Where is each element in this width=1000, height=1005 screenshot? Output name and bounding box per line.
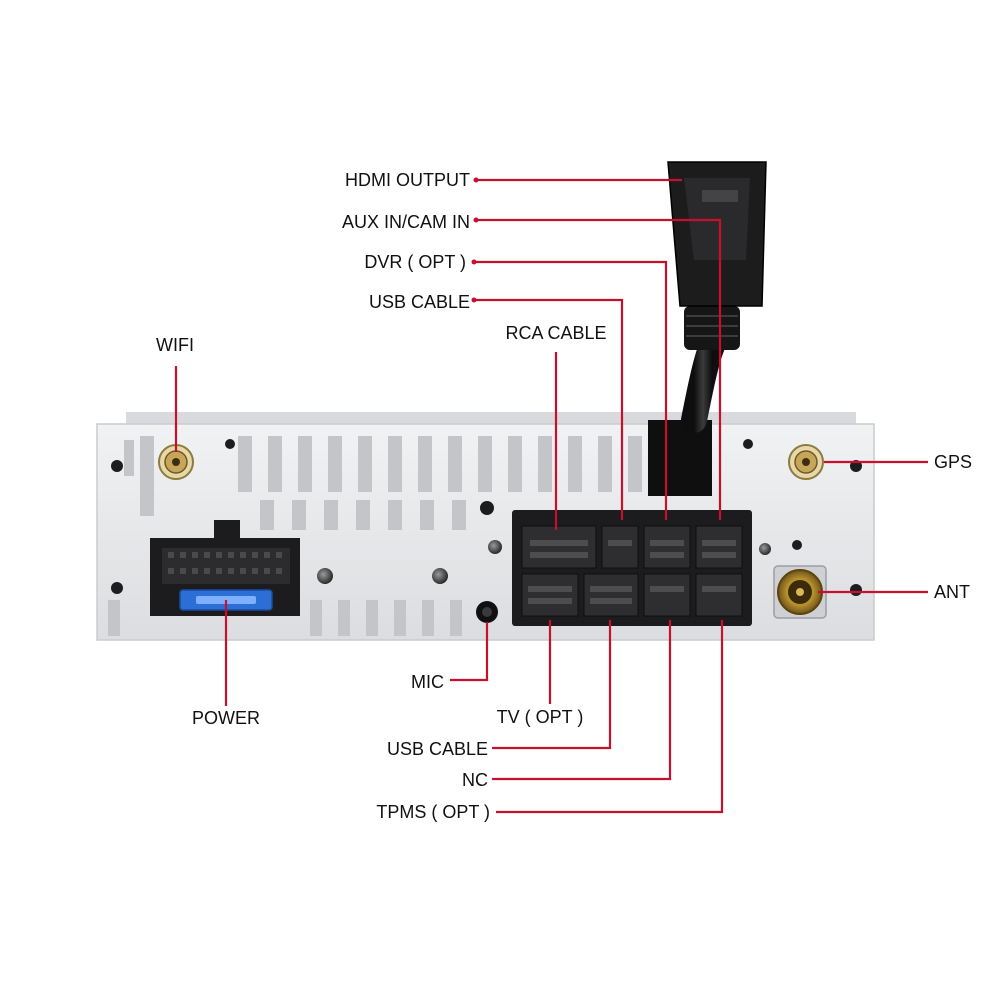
label-nc: NC [462, 770, 488, 790]
leader-usb-top [474, 298, 624, 520]
leader-tpms [496, 620, 724, 814]
label-ant: ANT [934, 582, 970, 602]
panel-screws [317, 540, 771, 584]
label-rca-cable: RCA CABLE [505, 323, 606, 343]
leader-usb-bottom [492, 620, 612, 750]
label-dvr-opt: DVR ( OPT ) [364, 252, 466, 272]
label-mic: MIC [411, 672, 444, 692]
leader-mic [450, 622, 489, 682]
label-usb-cable-top: USB CABLE [369, 292, 470, 312]
leader-nc [492, 620, 672, 781]
heatsink-fins-lower [108, 440, 462, 636]
mic-jack-icon [476, 601, 498, 623]
label-usb-cable-bottom: USB CABLE [387, 739, 488, 759]
label-tv-opt: TV ( OPT ) [497, 707, 584, 727]
label-wifi: WIFI [156, 335, 194, 355]
labels: HDMI OUTPUT AUX IN/CAM IN DVR ( OPT ) US… [156, 170, 972, 822]
gps-antenna-connector-icon [788, 444, 824, 480]
leader-dvr [474, 260, 668, 520]
label-gps: GPS [934, 452, 972, 472]
multi-connector-block [512, 510, 752, 626]
leader-dots [471, 177, 479, 303]
device-rear-panel [96, 161, 875, 641]
label-aux-in-cam-in: AUX IN/CAM IN [342, 212, 470, 232]
label-hdmi-output: HDMI OUTPUT [345, 170, 470, 190]
hdmi-connector-icon [648, 161, 767, 496]
label-tpms-opt: TPMS ( OPT ) [376, 802, 490, 822]
leader-lines [174, 178, 928, 814]
label-power: POWER [192, 708, 260, 728]
heatsink-fins-upper [140, 436, 702, 530]
radio-antenna-socket-icon [773, 565, 827, 619]
leader-aux [476, 218, 722, 520]
wifi-antenna-connector-icon [158, 444, 194, 480]
